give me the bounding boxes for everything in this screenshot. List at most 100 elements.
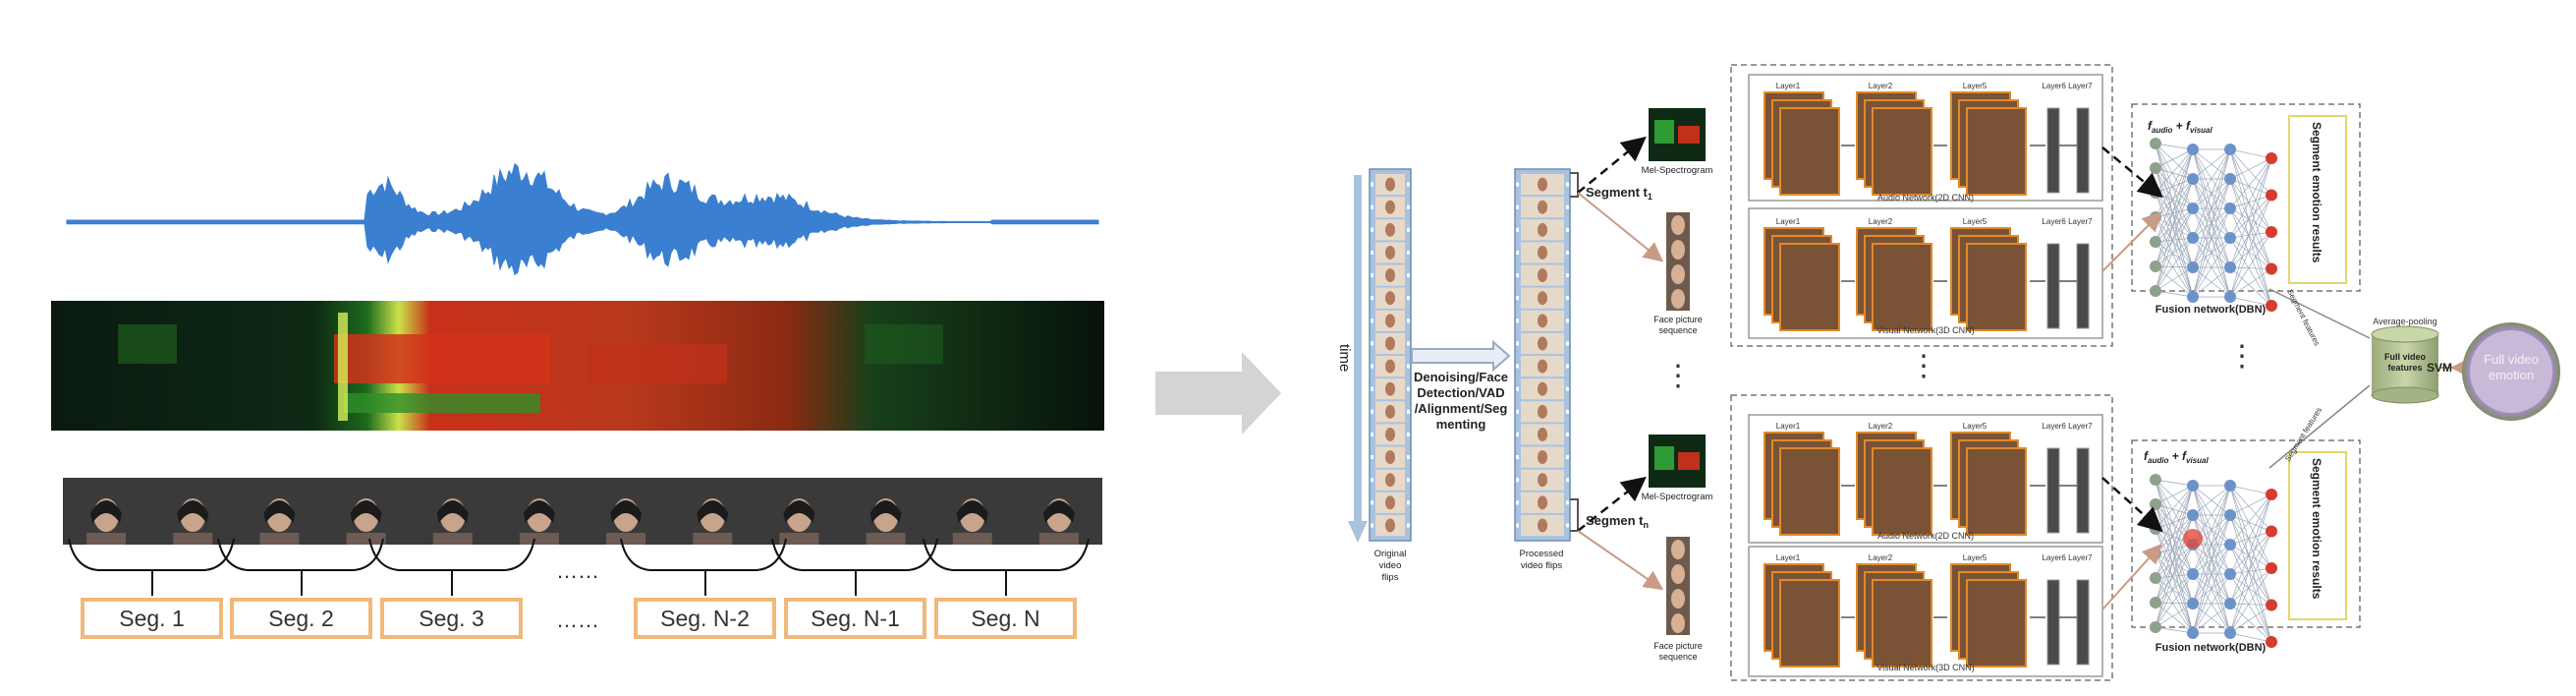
dbn-node [2187,173,2199,185]
dbn-node [2187,598,2199,609]
dbn-node [2224,291,2236,303]
dbn-node [2150,498,2161,510]
dbn-node [2150,523,2161,535]
layer-label: Layer2 [1869,217,1893,226]
dbn-node [2187,509,2199,521]
face-icon [1385,359,1395,374]
original-video-film [1369,168,1412,542]
face-icon [1385,518,1395,533]
dbn-node [2187,232,2199,244]
dbn-network-1 [2150,138,2277,312]
face-icon [1385,495,1395,510]
dbn-node [2187,568,2199,580]
mel-spectrogram-thumb-2 [1649,435,1706,488]
dbn-node [2224,173,2236,185]
dbn-node [2150,597,2161,609]
segment-emotion-results-1: Segment emotion results [2310,122,2324,263]
cnn-layer-block [1779,579,1840,667]
cnn-layer-block [1966,447,2027,536]
processed-video-film [1514,168,1571,542]
face-sequence-label-1: Face picture sequence [1653,315,1703,335]
segment-box-n-2: Seg. N-2 [634,598,776,639]
layer-label: Layer2 [1869,82,1893,90]
face-icon [1385,336,1395,351]
ellipsis-top: …… [556,558,599,583]
segment-results-box-2 [2288,451,2347,620]
ellipsis-middle: …… [556,608,599,632]
cnn-layer-block [1779,243,1840,331]
vdots-faces: ⋮ [1663,360,1693,392]
spectrogram-image [51,301,1104,431]
face-icon [1538,381,1547,396]
layer-label: Layer2 [1869,422,1893,431]
dbn-node [2224,203,2236,214]
fc-layer-6 [2046,107,2060,194]
fc-layer-7 [2076,107,2090,194]
time-axis-arrow [1348,175,1368,543]
full-video-features-cylinder [2371,325,2439,404]
audio-network-box-1 [1748,74,2103,202]
face-frames-strip [63,478,1102,545]
face-icon [1385,177,1395,192]
segment-brackets [68,538,1090,596]
mel-label-2: Mel-Spectrogram [1642,492,1713,502]
layer-label: Layer1 [1776,82,1801,90]
face-icon [1538,427,1547,441]
face-icon [1671,540,1685,559]
face-icon [1538,450,1547,465]
layer-label: Layer5 [1963,82,1988,90]
visual-network-label-2: Visual Network(3D CNN) [1876,663,1974,672]
dbn-node [2224,539,2236,551]
fusion-box-1 [2131,103,2361,292]
dbn-node [2187,480,2199,492]
fc-layer-7 [2076,579,2090,666]
dbn-node [2224,261,2236,273]
segment-emotion-results-2: Segment emotion results [2310,458,2324,600]
cnn-layer-block [1966,243,2027,331]
segment-box-3: Seg. 3 [380,598,523,639]
face-icon [1385,245,1395,260]
fusion-network-label-1: Fusion network(DBN) [2156,304,2267,316]
preprocess-label: Denoising/Face Detection/VAD /Alignment/… [1413,370,1509,432]
face-icon [1671,613,1685,633]
fc-layer-7 [2076,447,2090,534]
dbn-node [2187,627,2199,639]
visual-network-box-1 [1748,207,2103,339]
segment-tn-label: Segmen tn [1586,513,1649,530]
dbn-node [2266,300,2277,312]
average-pooling-label: Average-pooling [2373,317,2436,326]
face-icon [1538,291,1547,306]
dbn-node [2150,548,2161,559]
vdots-fusion: ⋮ [2227,340,2257,373]
fusion-network-label-2: Fusion network(DBN) [2156,642,2267,654]
dbn-node [2150,474,2161,486]
dbn-node [2187,291,2199,303]
face-icon [1385,268,1395,283]
layer-label: Layer5 [1963,217,1988,226]
segment-box-1: Seg. 1 [81,598,223,639]
segment-results-box-1 [2288,115,2347,284]
cnn-layer-block [1872,243,1932,331]
layer-label: Layer5 [1963,553,1988,562]
dbn-node [2224,232,2236,244]
dbn-node [2150,285,2161,297]
dbn-node [2150,572,2161,584]
layer-label: Layer1 [1776,422,1801,431]
face-sequence-thumb-2 [1666,537,1690,635]
layer-label: Layer1 [1776,553,1801,562]
segment-box-2: Seg. 2 [230,598,372,639]
face-icon [1538,314,1547,328]
segment-tn-network-box [1730,394,2113,681]
cnn-layer-block [1872,107,1932,196]
face-icon [1538,495,1547,510]
face-icon [1385,404,1395,419]
dbn-node [2266,636,2277,648]
layer-label: Layer6 Layer7 [2042,422,2093,431]
dbn-node [2150,162,2161,174]
fc-layer-6 [2046,243,2060,329]
original-video-label: Original video flips [1373,549,1407,583]
dbn-node [2266,189,2277,202]
dbn-node [2224,144,2236,155]
dbn-network-2 [2150,474,2277,648]
segment-t1-label: Segment t1 [1586,185,1652,202]
